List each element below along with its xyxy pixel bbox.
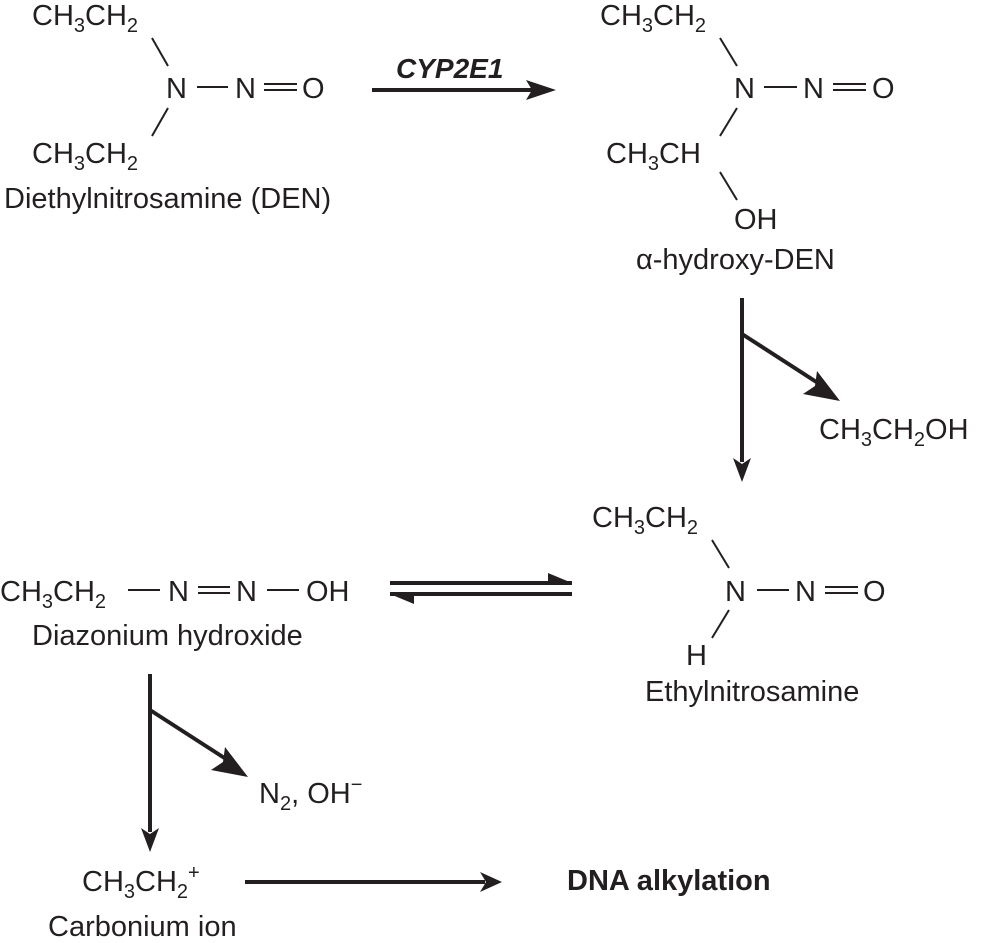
ethylnitrosamine-bonds (711, 539, 858, 639)
ena-ethyl-top: CH3CH2 (592, 502, 699, 539)
ahden-name-label: α-hydroxy-DEN (636, 244, 835, 276)
den-bonds (151, 37, 297, 137)
ena-name-label: Ethylnitrosamine (645, 676, 860, 708)
enzyme-label: CYP2E1 (396, 53, 504, 84)
byproducts-n2-oh: N2, OH− (259, 774, 363, 815)
arrow-to-dna-alkylation (245, 872, 502, 892)
dh-atom-n1: N (168, 576, 189, 608)
ena-atom-h: H (686, 640, 707, 672)
den-name-label: Diethylnitrosamine (DEN) (4, 183, 332, 215)
den-ethyl-bottom: CH3CH2 (32, 138, 139, 175)
ahden-ch3ch: CH3CH (606, 138, 701, 175)
equilibrium-arrows (390, 573, 572, 604)
den-atom-n2: N (235, 73, 256, 105)
diazonium-bonds (128, 586, 299, 594)
dh-ethyl: CH3CH2 (0, 576, 107, 613)
arrow-to-ethylnitrosamine (733, 298, 751, 482)
ena-atom-n1: N (725, 576, 746, 608)
bond-ethyl-n (719, 37, 738, 67)
bond-ch-oh (719, 171, 738, 201)
carbonium-ion-formula: CH3CH2+ (82, 862, 200, 903)
arrow-to-carbonium-ion (141, 674, 159, 852)
ethanol: CH3CH2OH (819, 414, 969, 451)
alpha-hydroxy-den-bonds (719, 37, 866, 201)
ahden-atom-o: O (872, 73, 895, 105)
den-atom-n1: N (166, 73, 187, 105)
carbonium-ion-name-label: Carbonium ion (48, 911, 237, 943)
ena-atom-o: O (863, 576, 886, 608)
ahden-oh: OH (734, 204, 778, 236)
bond-n-ch (719, 107, 738, 137)
dh-oh: OH (306, 576, 350, 608)
ahden-atom-n1: N (734, 73, 755, 105)
bond-ethyl-n (711, 539, 730, 569)
ahden-atom-n2: N (803, 73, 824, 105)
ena-atom-n2: N (795, 576, 816, 608)
dh-atom-n2: N (236, 576, 257, 608)
outcome-dna-alkylation: DNA alkylation (567, 865, 771, 897)
den-ethyl-top: CH3CH2 (32, 0, 139, 37)
bond-n-h (711, 609, 730, 639)
ahden-ethyl-top: CH3CH2 (600, 0, 707, 37)
bond-ethyl-bottom-n (151, 107, 169, 137)
arrow-to-ethanol (740, 332, 840, 401)
arrow-cyp2e1 (372, 80, 556, 100)
dh-name-label: Diazonium hydroxide (32, 620, 303, 652)
bond-ethyl-top-n (151, 37, 169, 67)
den-atom-o: O (302, 73, 325, 105)
arrow-to-n2-oh (148, 708, 248, 777)
